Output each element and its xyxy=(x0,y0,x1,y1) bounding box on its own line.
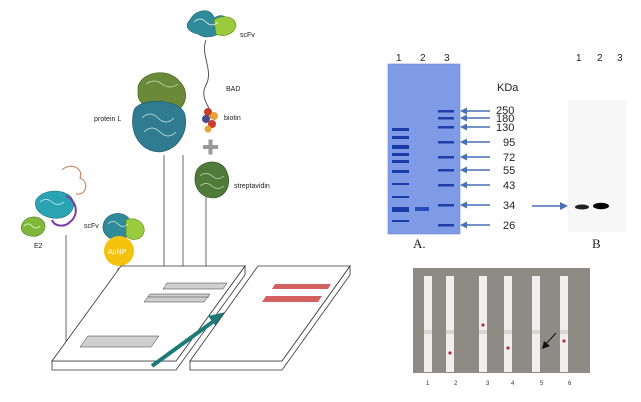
marker-34: 34 xyxy=(503,200,515,212)
photo-strip-3: 3 xyxy=(486,381,490,387)
blot-lane-2-band xyxy=(593,202,609,210)
photo-strip-6: 6 xyxy=(568,381,572,387)
photo-strip-1: 1 xyxy=(426,381,430,387)
photo-strip-2: 2 xyxy=(454,381,458,387)
aunp-particle xyxy=(104,236,134,266)
gel-unit-label: KDa xyxy=(497,82,519,94)
marker-55: 55 xyxy=(503,165,515,177)
gel-panel: 1 2 3 KDa xyxy=(387,53,519,251)
biotin-label: biotin xyxy=(224,115,241,122)
control-zone-pad xyxy=(162,282,228,290)
scfv-top-protein xyxy=(186,10,237,38)
marker-43: 43 xyxy=(503,180,515,192)
blot-lane-1-band xyxy=(575,204,589,210)
photo-pointer-arrow xyxy=(542,332,557,349)
blot-pointer-arrow xyxy=(532,202,568,210)
test-zone-pad xyxy=(143,293,211,303)
marker-130: 130 xyxy=(496,122,514,134)
blot-lane-1: 1 xyxy=(576,53,582,64)
streptavidin xyxy=(194,161,229,199)
gel-ladder-bands xyxy=(438,110,454,227)
blot-panel: 1 2 3 B xyxy=(532,53,626,251)
conjugate-pad xyxy=(79,335,160,348)
aunp-label: AuNP xyxy=(108,249,127,256)
gel-lane-2-band xyxy=(415,207,429,211)
bad-tether xyxy=(203,39,212,119)
marker-250: 250 xyxy=(496,105,514,117)
marker-26: 26 xyxy=(503,220,515,232)
schematic: scFv BAD biotin protein L xyxy=(20,10,351,371)
biotin-molecule xyxy=(202,108,218,133)
plus-icon xyxy=(203,139,218,155)
gel-lane-3: 3 xyxy=(444,53,450,64)
scfv-left-label: scFv xyxy=(84,223,99,230)
blot-lane-2: 2 xyxy=(597,53,603,64)
gel-lane-2: 2 xyxy=(420,53,426,64)
gel-lane-1: 1 xyxy=(396,53,402,64)
e2-label: E2 xyxy=(34,243,43,250)
panel-label-b: B xyxy=(592,236,601,251)
protein-l xyxy=(132,72,186,153)
protein-l-label: protein L xyxy=(94,116,121,123)
gel-marker-arrows xyxy=(460,107,490,229)
photo-test-dots xyxy=(448,323,566,355)
photo-strip-4: 4 xyxy=(511,381,515,387)
strip-photo: 1 2 3 4 5 6 xyxy=(413,268,590,387)
blot-image xyxy=(568,100,626,232)
flow-arrow xyxy=(150,312,226,368)
marker-72: 72 xyxy=(503,152,515,164)
strip-before xyxy=(51,264,246,371)
red-control-line xyxy=(272,284,331,289)
bad-label: BAD xyxy=(226,86,240,93)
photo-strip-5: 5 xyxy=(540,381,544,387)
blot-lane-3: 3 xyxy=(617,53,623,64)
gel-lane-1-bands xyxy=(392,128,409,222)
marker-180: 180 xyxy=(496,113,514,125)
red-test-line xyxy=(262,296,322,302)
strip-after xyxy=(189,264,351,371)
marker-95: 95 xyxy=(503,137,515,149)
scfv-top-label: scFv xyxy=(240,32,255,39)
e2-protein xyxy=(20,165,87,237)
streptavidin-label: streptavidin xyxy=(234,183,270,190)
panel-label-a: A. xyxy=(413,236,426,251)
scfv-aunp-conjugate: AuNP xyxy=(102,213,145,266)
